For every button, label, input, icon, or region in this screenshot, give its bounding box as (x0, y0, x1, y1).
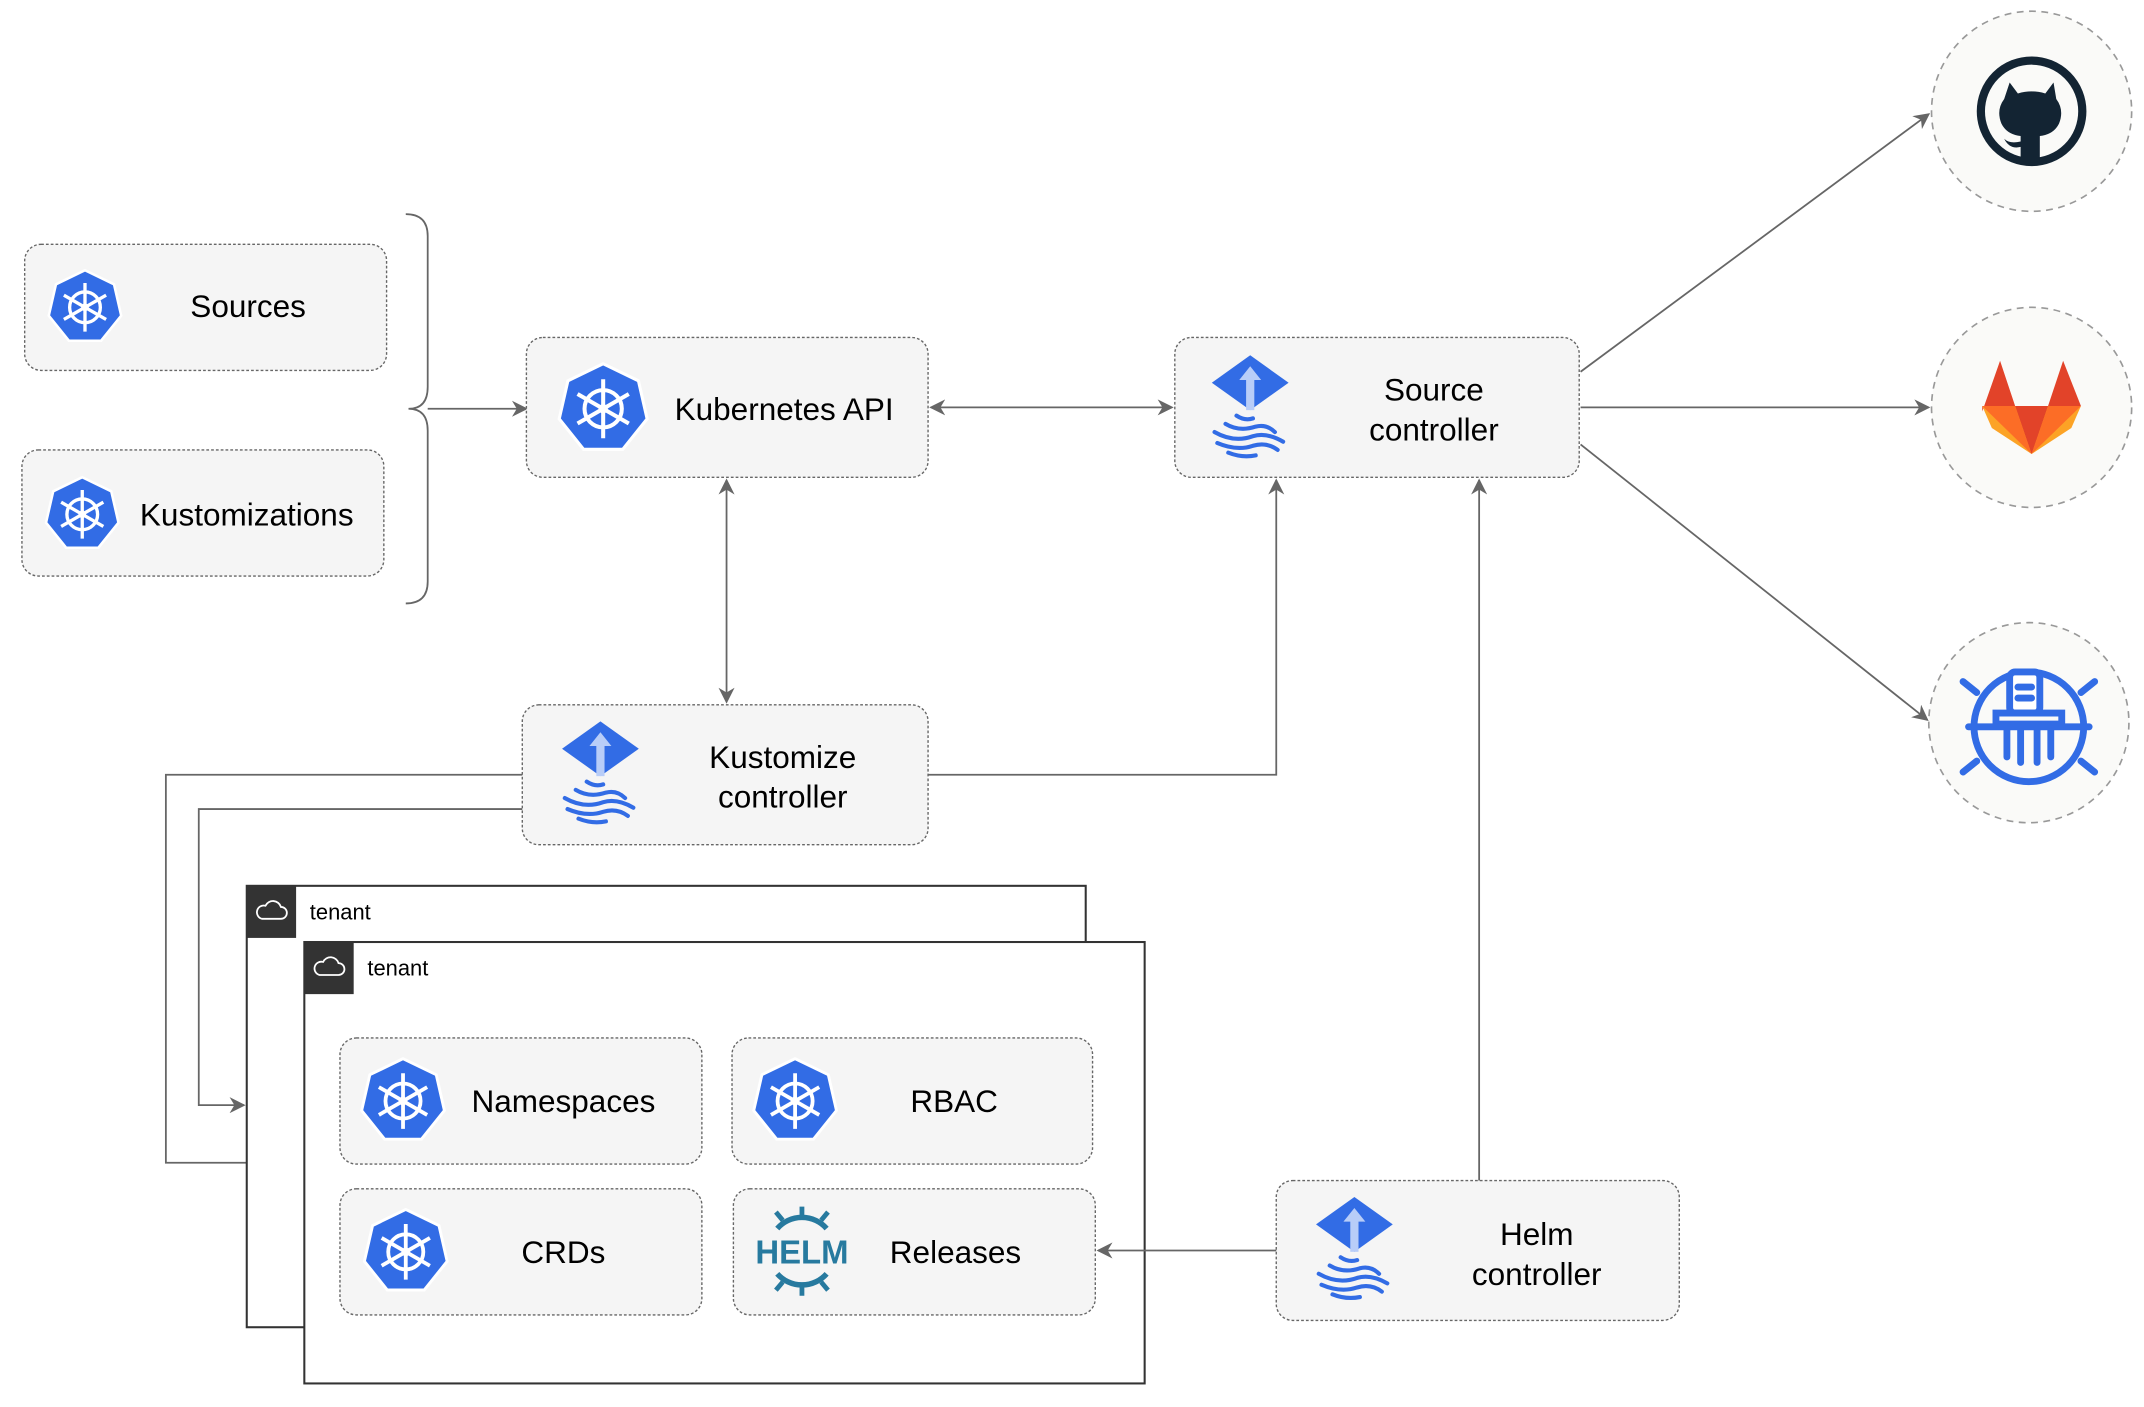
sources-node[interactable]: Sources (23, 243, 388, 372)
tenant-label: tenant (310, 899, 371, 924)
sources-label: Sources (190, 288, 306, 324)
kustomize-controller-label: controller (718, 779, 848, 815)
github-icon (1976, 56, 2087, 167)
kubernetes-api-label: Kubernetes API (675, 391, 894, 427)
crds-label: CRDs (521, 1234, 605, 1270)
releases-node[interactable]: HELM Releases (732, 1188, 1096, 1316)
tenant-header-badge (246, 885, 297, 938)
rbac-node[interactable]: RBAC (731, 1037, 1094, 1165)
edge-to-bucket (1580, 443, 1929, 721)
edge-kustomize-to-tenant-front (164, 773, 523, 1171)
crds-node[interactable]: CRDs (339, 1188, 703, 1316)
kubernetes-api-node[interactable]: Kubernetes API (525, 336, 929, 478)
grouping-brace (405, 213, 429, 605)
source-controller-label: controller (1369, 411, 1499, 447)
edge-kustomize-to-tenant-back (197, 808, 523, 1114)
gitlab-icon (1982, 360, 2081, 455)
helm-controller-label: controller (1472, 1256, 1602, 1292)
namespaces-label: Namespaces (471, 1083, 655, 1119)
kustomizations-node[interactable]: Kustomizations (21, 449, 385, 577)
bucket-icon (1959, 668, 2099, 786)
helm-controller-node[interactable]: Helm controller (1275, 1179, 1680, 1322)
kustomize-controller-node[interactable]: Kustomize controller (521, 704, 929, 846)
helm-logo-text: HELM (755, 1233, 848, 1270)
edge-kustomize-to-source (928, 478, 1285, 776)
edge-to-github (1580, 113, 1931, 373)
source-controller-node[interactable]: Source controller (1174, 336, 1580, 478)
helm-icon: HELM (755, 1206, 849, 1296)
kustomize-controller-label: Kustomize (709, 739, 856, 775)
helm-controller-label: Helm (1500, 1216, 1574, 1252)
github-node[interactable] (1930, 10, 2133, 213)
tenant-label: tenant (367, 956, 428, 981)
tenant-header-badge (304, 942, 354, 995)
gitlab-node[interactable] (1930, 306, 2133, 509)
rbac-label: RBAC (910, 1083, 998, 1119)
namespaces-node[interactable]: Namespaces (339, 1037, 703, 1165)
bucket-node[interactable] (1927, 621, 2130, 824)
source-controller-label: Source (1384, 372, 1484, 408)
releases-label: Releases (890, 1234, 1021, 1270)
tenant-front[interactable]: tenant Namespaces RBAC CRDs HELM Release… (303, 940, 1146, 1385)
kustomizations-label: Kustomizations (140, 496, 354, 532)
